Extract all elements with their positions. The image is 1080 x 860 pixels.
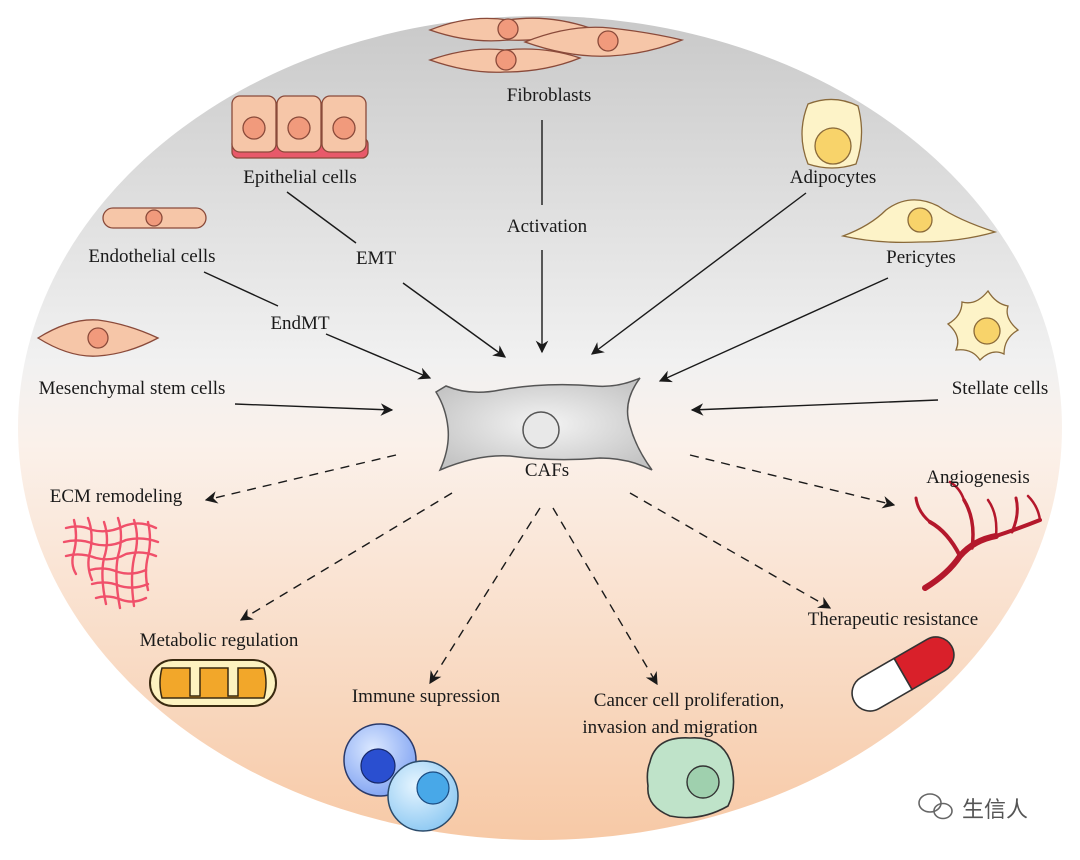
epithelial-cells-label: Epithelial cells xyxy=(243,167,356,188)
cancer-cell-icon xyxy=(646,737,735,819)
wechat-icon xyxy=(918,793,953,820)
epithelial-cells xyxy=(231,95,369,159)
function-arrows xyxy=(204,454,896,686)
watermark-text: 生信人 xyxy=(962,798,1028,823)
pill-icon xyxy=(851,636,955,712)
angiogenesis-label: Angiogenesis xyxy=(926,467,1029,488)
arrow-caf-ecm xyxy=(204,454,397,504)
arrow-epithelial-emt xyxy=(286,191,357,244)
immune-supression-label: Immune supression xyxy=(352,686,501,707)
metabolic-regulation-label: Metabolic regulation xyxy=(140,630,299,651)
arrow-endmt-caf xyxy=(325,333,432,380)
immune-cells-icon xyxy=(343,723,459,832)
arrow-emt-caf xyxy=(402,282,507,358)
stellate-cells-label: Stellate cells xyxy=(952,378,1049,399)
arrow-caf-angiogenesis xyxy=(689,454,896,509)
blood-vessel-icon xyxy=(914,480,1042,591)
arrow-caf-therapeutic xyxy=(629,492,832,609)
endothelial-cell xyxy=(102,207,207,229)
endothelial-cells-label: Endothelial cells xyxy=(88,246,215,267)
caf-cell xyxy=(434,377,653,472)
origin-arrows xyxy=(203,120,939,416)
arrow-stellate-caf xyxy=(690,399,939,416)
adipocyte-cell xyxy=(801,98,863,169)
fibroblast-cells xyxy=(428,17,685,73)
adipocytes-label: Adipocytes xyxy=(790,167,877,188)
arrow-caf-cancer xyxy=(552,507,658,686)
fibroblasts-label: Fibroblasts xyxy=(507,85,591,106)
ecm-mesh-icon xyxy=(62,516,160,610)
mesenchymal-stem-cells-label: Mesenchymal stem cells xyxy=(39,378,226,399)
cancer-cell-label-line1: Cancer cell proliferation, xyxy=(594,690,784,711)
activation-label: Activation xyxy=(507,216,588,237)
mitochondrion-icon xyxy=(149,659,277,707)
arrow-endothelial-endmt xyxy=(203,271,279,307)
stellate-cell xyxy=(946,289,1020,362)
arrow-adipocytes-caf xyxy=(590,192,807,355)
endmt-label: EndMT xyxy=(270,313,330,334)
emt-label: EMT xyxy=(356,248,397,269)
arrow-pericytes-caf xyxy=(658,277,889,383)
mesenchymal-stem-cell xyxy=(36,319,160,357)
pericyte-cell xyxy=(840,199,998,244)
arrow-caf-immune xyxy=(429,507,541,685)
pericytes-label: Pericytes xyxy=(886,247,956,268)
cafs-label: CAFs xyxy=(525,460,569,481)
cancer-cell-label-line2: invasion and migration xyxy=(582,717,758,738)
arrow-msc-caf xyxy=(234,403,394,416)
therapeutic-resistance-label: Therapeutic resistance xyxy=(808,609,978,630)
ecm-remodeling-label: ECM remodeling xyxy=(50,486,183,507)
